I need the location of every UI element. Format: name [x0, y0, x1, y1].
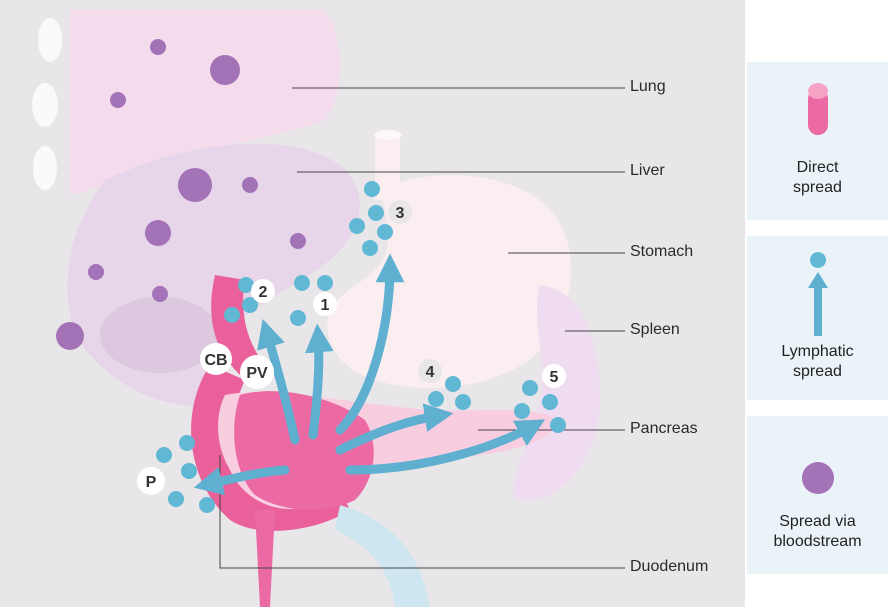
site-label-P: P: [146, 474, 157, 491]
lymph-node: [199, 497, 215, 513]
legend-direct-line2: spread: [747, 178, 888, 198]
lymph-node: [550, 417, 566, 433]
lymph-node: [294, 275, 310, 291]
site-badge-CB: CB: [200, 343, 232, 375]
legend-lymphatic-line2: spread: [747, 362, 888, 382]
legend-direct-line1: Direct: [747, 158, 888, 178]
site-label-1: 1: [321, 297, 330, 314]
lymph-node: [542, 394, 558, 410]
blood-metastasis: [145, 220, 171, 246]
lymphatic-spread-icon: [747, 246, 888, 346]
blood-metastasis: [110, 92, 126, 108]
lymph-node: [364, 181, 380, 197]
legend-panel-lymphatic: Lymphatic spread: [747, 236, 888, 400]
blood-metastasis: [56, 322, 84, 350]
organ-label-lung: Lung: [630, 78, 666, 96]
site-label-3: 3: [396, 205, 405, 222]
lymph-node: [349, 218, 365, 234]
organ-label-duodenum: Duodenum: [630, 558, 708, 576]
site-label-4: 4: [426, 364, 435, 381]
site-label-PV: PV: [246, 365, 268, 382]
blood-metastasis: [210, 55, 240, 85]
site-badge-1: 1: [313, 292, 337, 316]
lymph-node: [445, 376, 461, 392]
lymph-node: [377, 224, 393, 240]
site-badge-PV: PV: [240, 355, 274, 389]
site-badge-P: P: [137, 467, 165, 495]
lymph-node: [428, 391, 444, 407]
site-label-5: 5: [550, 369, 559, 386]
bloodstream-spread-icon: [747, 446, 888, 506]
legend-panel-blood: Spread via bloodstream: [747, 416, 888, 574]
legend-lymphatic-line1: Lymphatic: [747, 342, 888, 362]
lymph-node: [455, 394, 471, 410]
site-label-2: 2: [259, 284, 268, 301]
legend: Direct spread Lymphatic spread Spread vi…: [745, 0, 888, 607]
direct-spread-icon: [747, 77, 888, 157]
lymph-node: [181, 463, 197, 479]
legend-panel-direct: Direct spread: [747, 62, 888, 220]
site-badge-2: 2: [251, 279, 275, 303]
rib-shape: [32, 83, 58, 127]
site-label-CB: CB: [204, 352, 227, 369]
blood-metastasis: [150, 39, 166, 55]
blood-metastasis: [242, 177, 258, 193]
lymph-node: [317, 275, 333, 291]
lymph-node: [514, 403, 530, 419]
rib-shape: [38, 18, 62, 62]
lymph-node: [522, 380, 538, 396]
site-badge-5: 5: [542, 364, 566, 388]
organ-label-pancreas: Pancreas: [630, 420, 698, 438]
organ-label-liver: Liver: [630, 162, 665, 180]
organ-label-spleen: Spleen: [630, 321, 680, 339]
blood-metastasis: [290, 233, 306, 249]
rib-shape: [33, 146, 57, 190]
lymph-node: [224, 307, 240, 323]
site-badge-3: 3: [388, 200, 412, 224]
lymph-node: [368, 205, 384, 221]
lymph-node: [179, 435, 195, 451]
lymph-node: [290, 310, 306, 326]
lymph-node: [168, 491, 184, 507]
site-badge-4: 4: [418, 359, 442, 383]
oesophagus-top: [374, 130, 402, 140]
lymph-node: [156, 447, 172, 463]
blood-metastasis: [178, 168, 212, 202]
blood-metastasis: [88, 264, 104, 280]
legend-blood-line2: bloodstream: [747, 532, 888, 552]
blood-metastasis: [152, 286, 168, 302]
organ-label-stomach: Stomach: [630, 243, 693, 261]
legend-blood-line1: Spread via: [747, 512, 888, 532]
lymph-node: [362, 240, 378, 256]
